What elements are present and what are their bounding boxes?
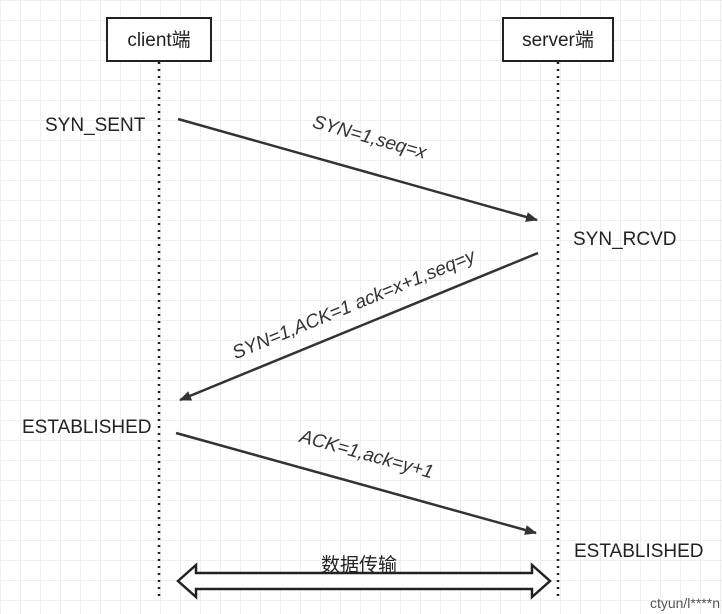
client-state-established: ESTABLISHED	[22, 417, 152, 438]
client-label: client端	[127, 29, 190, 51]
client-box: client端	[106, 17, 212, 62]
ack-arrow	[175, 431, 537, 535]
ack-message-label: ACK=1,ack=y+1	[296, 426, 435, 483]
syn-ack-arrow	[179, 251, 539, 402]
syn-ack-message-label: SYN=1,ACK=1 ack=x+1,seq=y	[229, 245, 479, 364]
data-transfer-label: 数据传输	[321, 554, 397, 576]
server-state-syn-rcvd: SYN_RCVD	[573, 229, 676, 250]
client-state-syn-sent: SYN_SENT	[45, 115, 146, 136]
data-transfer-double-arrow	[176, 562, 552, 600]
syn-arrow	[177, 117, 538, 222]
server-box: server端	[502, 17, 614, 62]
syn-message-label: SYN=1,seq=x	[310, 112, 430, 164]
server-state-established: ESTABLISHED	[574, 541, 704, 562]
watermark: ctyun/l****n	[649, 595, 720, 611]
server-label: server端	[522, 29, 594, 51]
